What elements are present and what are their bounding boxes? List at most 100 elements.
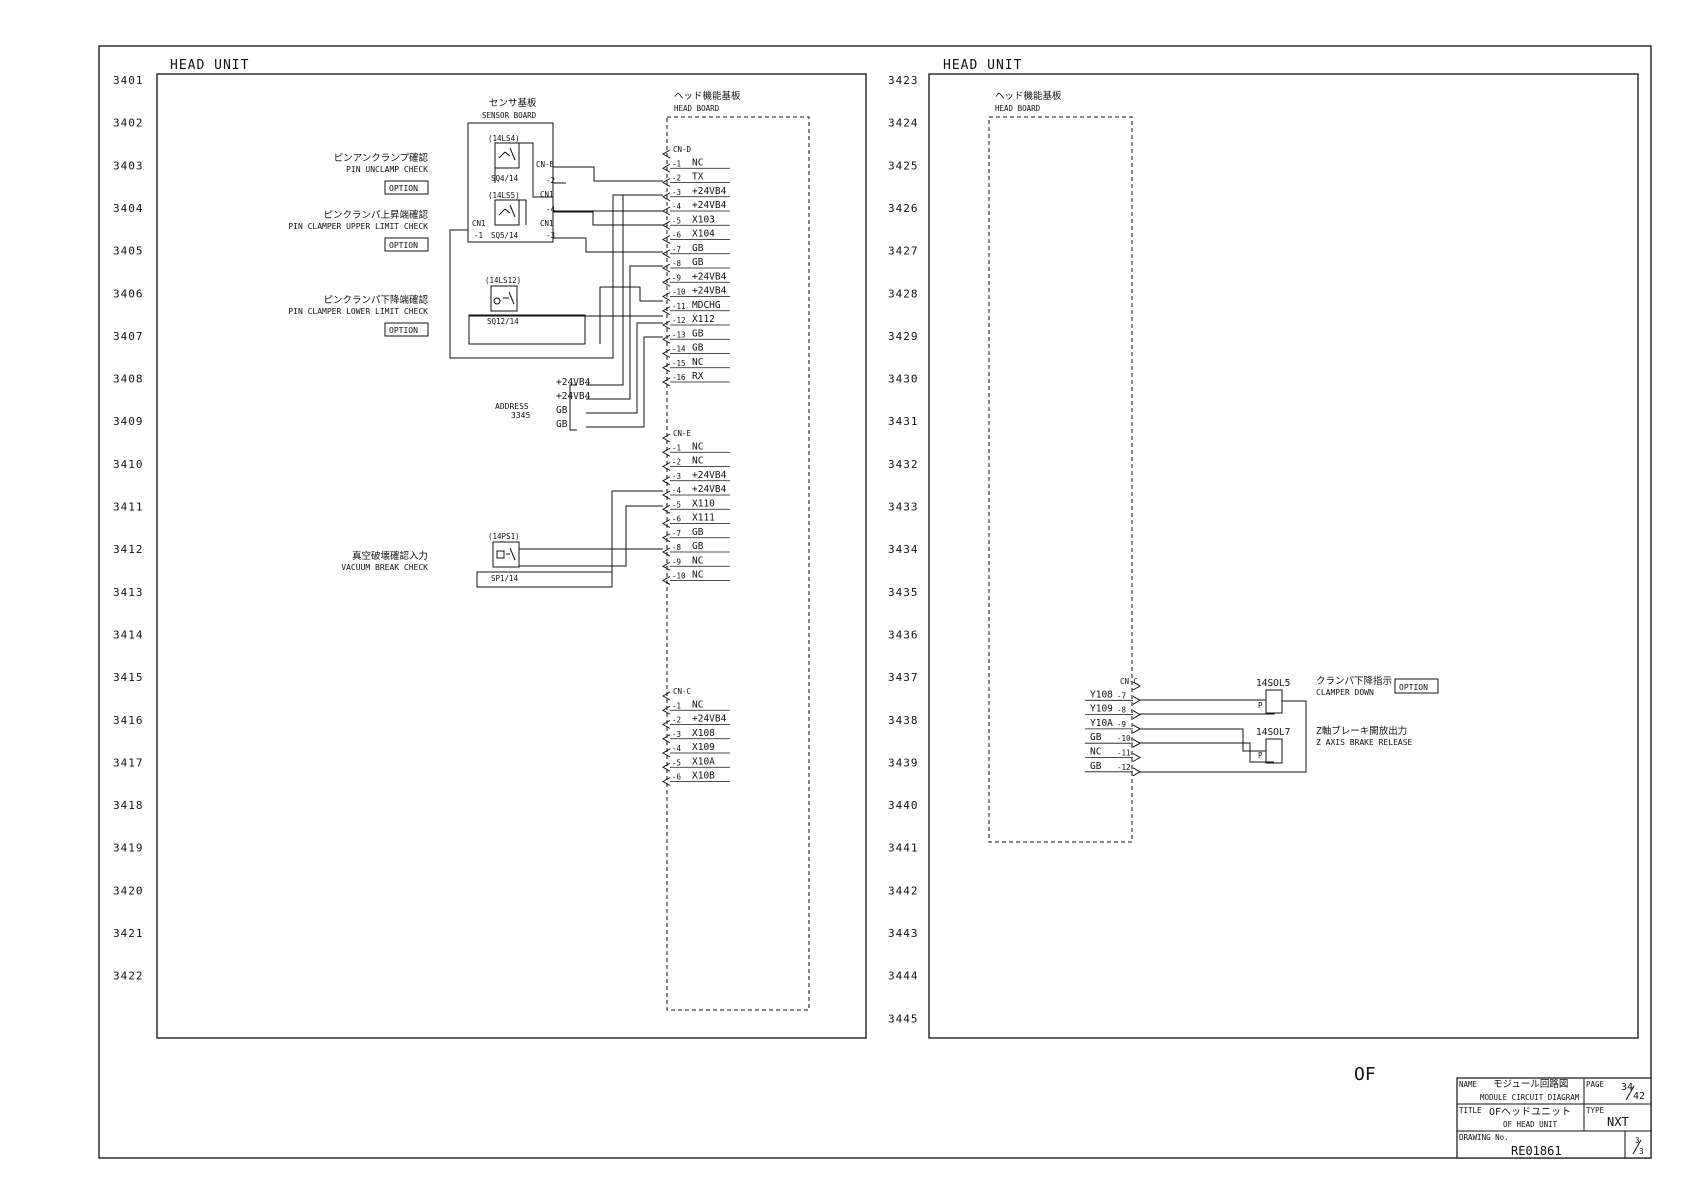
row-number: 3430 [888, 373, 919, 386]
option-label: OPTION [389, 326, 418, 335]
title-block-page-total: 42 [1633, 1091, 1645, 1102]
pin-number: -7 [672, 529, 681, 538]
option-box [384, 180, 429, 195]
connector-arrow [661, 462, 671, 471]
solenoid-icon [1265, 738, 1283, 764]
row-number: 3431 [888, 415, 919, 428]
pin-number: -4 [672, 744, 682, 753]
signal-label: GB [692, 343, 704, 354]
row-number: 3421 [113, 927, 144, 940]
solenoid-label-jp: クランパ下降指示 [1316, 675, 1392, 687]
check-label-jp: ピンクランパ上昇端確認 [323, 209, 428, 221]
connector-header: CN-E [673, 429, 692, 438]
row-number: 3444 [888, 970, 919, 983]
connector-arrow [661, 334, 671, 344]
connector-arrow [661, 547, 671, 557]
switch-code: SQ5/14 [491, 231, 519, 240]
row-number: 3414 [113, 628, 144, 641]
address-signal: +24VB4 [556, 377, 591, 388]
row-number: 3432 [888, 458, 919, 471]
pin-number: -3 [672, 730, 681, 739]
switch-code: SQ12/14 [487, 317, 519, 326]
connector-arrow [661, 720, 671, 729]
pin-number: -10 [672, 572, 686, 581]
pin-number: -4 [672, 486, 682, 495]
row-number: 3417 [113, 756, 144, 769]
row-number: 3401 [113, 74, 144, 87]
connector-arrow [1132, 753, 1142, 762]
connector-arrow [661, 561, 671, 571]
signal-label: NC [692, 570, 703, 581]
row-number: 3436 [888, 628, 919, 641]
title-block-title-label: TITLE [1459, 1106, 1482, 1115]
address-signal: +24VB4 [556, 391, 591, 402]
pin-number: -6 [672, 515, 682, 524]
switch-code: SQ4/14 [491, 174, 519, 183]
title-block-name-label: NAME [1459, 1080, 1478, 1089]
connector-arrow [661, 277, 671, 287]
title-block-title-en: OF HEAD UNIT [1503, 1120, 1558, 1129]
row-number: 3445 [888, 1012, 919, 1025]
row-number: 3438 [888, 714, 919, 727]
signal-label: GB [1090, 761, 1102, 772]
title-block-type-label: TYPE [1586, 1106, 1605, 1115]
signal-label: +24VB4 [692, 271, 727, 282]
title-block-title-jp: OFヘッドユニット [1489, 1107, 1571, 1118]
connector-arrow [1132, 724, 1142, 734]
signal-label: GB [692, 527, 704, 538]
right-head-board-label-jp: ヘッド機能基板 [995, 90, 1062, 102]
signal-label: +24VB4 [692, 470, 727, 481]
row-number: 3410 [113, 458, 144, 471]
title-block-sheet-total: 3 [1639, 1147, 1644, 1156]
pin-number: -12 [672, 316, 686, 325]
pin-label: -3 [546, 231, 555, 240]
row-number: 3434 [888, 543, 919, 556]
of-mark: OF [1354, 1064, 1376, 1085]
check-label-en: PIN CLAMPER UPPER LIMIT CHECK [288, 222, 428, 231]
head-board-label-jp: ヘッド機能基板 [674, 90, 741, 102]
signal-label: RX [692, 371, 704, 382]
signal-label: X111 [692, 513, 715, 524]
pin-label: CN1 [540, 219, 554, 228]
left-panel-frame [156, 73, 867, 1039]
pin-number: -5 [672, 758, 681, 767]
row-number: 3416 [113, 714, 144, 727]
signal-label: X104 [692, 229, 715, 240]
connector-arrow [661, 235, 671, 244]
connector-arrow [661, 377, 671, 387]
connector-arrow [661, 691, 671, 701]
pin-number: -1 [672, 159, 681, 168]
signal-label: NC [692, 699, 703, 710]
pin-number: -11 [672, 302, 686, 311]
pin-label: -2 [546, 176, 555, 185]
signal-label: NC [692, 456, 703, 467]
connector-header: CN-D [673, 145, 692, 154]
signal-label: X108 [692, 728, 715, 739]
switch-ref: (14LS12) [485, 276, 521, 285]
switch-ref: (14LS4) [488, 134, 520, 143]
connector-arrow [1132, 710, 1142, 720]
title-block-drawing-label: DRAWING No. [1459, 1133, 1509, 1142]
title-block [1456, 1077, 1652, 1159]
row-number: 3409 [113, 415, 144, 428]
pin-number: -9 [672, 273, 681, 282]
pin-number: -8 [1117, 706, 1127, 715]
address-label: ADDRESS [495, 402, 529, 411]
signal-label: MDCHG [692, 300, 721, 311]
row-number: 3424 [888, 117, 919, 130]
connector-arrow [661, 433, 671, 443]
address-number: 3345 [511, 411, 530, 420]
sensor-board-label-en: SENSOR BOARD [482, 111, 537, 120]
signal-label: X109 [692, 742, 715, 753]
signal-label: NC [1090, 747, 1101, 758]
pin-label: CN-B [536, 160, 555, 169]
right-head-board-label-en: HEAD BOARD [995, 104, 1041, 113]
connector-arrow [661, 762, 671, 772]
pin-number: -16 [672, 373, 686, 382]
row-number: 3440 [888, 799, 919, 812]
switch-contact-icon [493, 291, 515, 305]
pin-number: -14 [672, 345, 686, 354]
pin-number: -1 [672, 701, 681, 710]
